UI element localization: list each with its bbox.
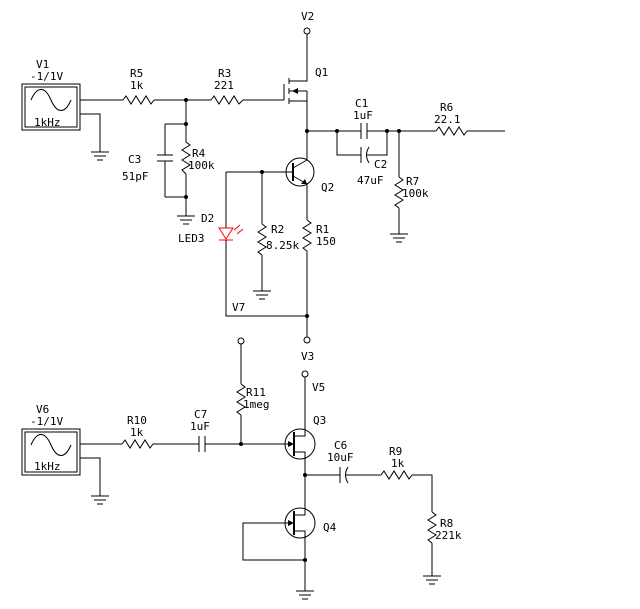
d2-led: D2 LED3: [178, 212, 244, 245]
v6-source: V6 -1/1V 1kHz: [21, 403, 81, 476]
r11-value: 1meg: [243, 398, 270, 411]
r1-value: 150: [316, 235, 336, 248]
v5-terminal: V5: [301, 370, 325, 394]
r3-name: R3: [218, 67, 231, 80]
r4-resistor: R4 100k: [181, 141, 215, 175]
c6-capacitor: C6 10uF: [327, 439, 354, 484]
c1-name: C1: [355, 97, 368, 110]
v6-name: V6: [36, 403, 49, 416]
c7-value: 1uF: [190, 420, 210, 433]
c1-capacitor: C1 1uF: [353, 97, 373, 139]
v3-label: V3: [301, 350, 314, 363]
v2-label: V2: [301, 10, 314, 23]
v1-name: V1: [36, 58, 49, 71]
c6-value: 10uF: [327, 451, 354, 464]
q3-jfet: Q3: [284, 414, 326, 475]
ground-symbol: [90, 151, 110, 161]
v1-source: V1 -1/1V 1kHz: [21, 58, 81, 131]
c3-capacitor: C3 51pF: [122, 153, 173, 183]
q2-bjt: Q2: [285, 154, 334, 220]
r7-value: 100k: [402, 187, 429, 200]
r2-resistor: R2 8.25k: [257, 223, 299, 256]
r1-name: R1: [316, 223, 329, 236]
q3-label: Q3: [313, 414, 326, 427]
v6-amplitude: -1/1V: [30, 415, 63, 428]
r4-name: R4: [192, 147, 206, 160]
r6-value: 22.1: [434, 113, 461, 126]
ground-symbol: [252, 290, 272, 300]
q4-label: Q4: [323, 521, 337, 534]
r2-value: 8.25k: [266, 239, 299, 252]
c7-capacitor: C7 1uF: [190, 408, 210, 452]
q2-label: Q2: [321, 181, 334, 194]
r9-value: 1k: [391, 457, 405, 470]
c3-value: 51pF: [122, 170, 149, 183]
r6-name: R6: [440, 101, 453, 114]
r6-resistor: R6 22.1: [434, 101, 468, 136]
r9-resistor: R9 1k: [380, 445, 413, 480]
v1-frequency: 1kHz: [34, 116, 61, 129]
r8-name: R8: [440, 517, 453, 530]
r10-resistor: R10 1k: [121, 414, 154, 449]
r8-resistor: R8 221k: [427, 511, 462, 544]
r3-resistor: R3 221: [210, 67, 244, 105]
d2-value: LED3: [178, 232, 205, 245]
r5-resistor: R5 1k: [122, 67, 155, 105]
v5-label: V5: [312, 381, 325, 394]
q1-mosfet: Q1: [283, 66, 328, 131]
r5-name: R5: [130, 67, 143, 80]
r2-name: R2: [271, 223, 284, 236]
r7-resistor: R7 100k: [394, 175, 429, 209]
v1-amplitude: -1/1V: [30, 70, 63, 83]
ground-symbol: [90, 495, 110, 505]
c7-name: C7: [194, 408, 207, 421]
r8-value: 221k: [435, 529, 462, 542]
r11-resistor: R11 1meg: [236, 383, 270, 416]
v7-label: V7: [232, 301, 245, 314]
v2-terminal: V2: [301, 10, 314, 68]
r11-name: R11: [246, 386, 266, 399]
c1-value: 1uF: [353, 109, 373, 122]
c2-capacitor: C2 47uF: [357, 146, 387, 187]
r7-name: R7: [406, 175, 419, 188]
r11-terminal: [237, 337, 245, 345]
r4-value: 100k: [188, 159, 215, 172]
r5-value: 1k: [130, 79, 144, 92]
v3-terminal: V3: [301, 336, 314, 363]
v6-frequency: 1kHz: [34, 460, 61, 473]
ground-symbol: [422, 575, 442, 585]
ground-symbol: [295, 590, 315, 600]
ground-symbol: [389, 233, 409, 243]
r1-resistor: R1 150: [302, 219, 336, 252]
c2-name: C2: [374, 158, 387, 171]
r10-name: R10: [127, 414, 147, 427]
d2-name: D2: [201, 212, 214, 225]
r9-name: R9: [389, 445, 402, 458]
c2-value: 47uF: [357, 174, 384, 187]
r3-value: 221: [214, 79, 234, 92]
c3-name: C3: [128, 153, 141, 166]
q1-label: Q1: [315, 66, 328, 79]
ground-symbol: [176, 215, 196, 225]
r10-value: 1k: [130, 426, 144, 439]
q4-jfet: Q4: [284, 506, 337, 560]
c6-name: C6: [334, 439, 347, 452]
